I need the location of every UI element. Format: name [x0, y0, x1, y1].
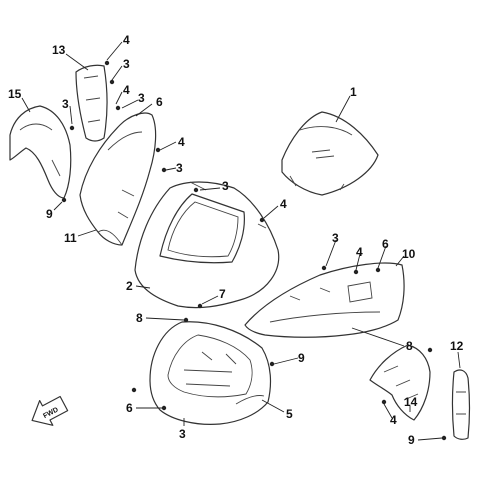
- part-15-fender-flare: [9, 105, 72, 199]
- callout-8: 8: [406, 339, 413, 353]
- callout-13: 13: [52, 43, 66, 57]
- callout-3: 3: [138, 91, 145, 105]
- callout-4: 4: [390, 413, 397, 427]
- callout-4: 4: [123, 33, 130, 47]
- callout-4: 4: [178, 135, 185, 149]
- part-1-cover: [281, 111, 379, 196]
- callout-14: 14: [404, 395, 418, 409]
- callout-9: 9: [408, 433, 415, 447]
- fasteners: [61, 60, 447, 441]
- callout-3: 3: [176, 161, 183, 175]
- callout-9: 9: [46, 207, 53, 221]
- callout-12: 12: [450, 339, 464, 353]
- callout-8: 8: [136, 311, 143, 325]
- callout-3: 3: [332, 231, 339, 245]
- part-13-upright-trim: [75, 64, 108, 142]
- callout-3: 3: [62, 97, 69, 111]
- callout-3: 3: [179, 427, 186, 441]
- callout-5: 5: [286, 407, 293, 421]
- part-14-fender-extension: [369, 344, 431, 421]
- callout-10: 10: [402, 247, 416, 261]
- callout-6: 6: [382, 237, 389, 251]
- callout-7: 7: [219, 287, 226, 301]
- callout-11: 11: [64, 231, 77, 245]
- part-12-right-flap: [451, 369, 471, 440]
- callout-2: 2: [126, 279, 133, 293]
- callout-4: 4: [123, 83, 130, 97]
- part-2-front-body: [134, 181, 280, 309]
- fwd-arrow-icon: FWD: [31, 395, 69, 426]
- callout-4: 4: [356, 245, 363, 259]
- part-10-right-side-panel: [244, 262, 405, 338]
- part-5-storage-box: [149, 321, 272, 425]
- part-11-left-side-panel: [79, 112, 157, 246]
- leader-lines: [21, 41, 461, 441]
- callout-3: 3: [123, 57, 130, 71]
- callout-4: 4: [280, 197, 287, 211]
- callout-1: 1: [350, 85, 357, 99]
- callout-labels: 13 4 3 4 3 6 15 3 1 4 3 9 3 4 11 3 4 6 1…: [8, 33, 464, 447]
- callout-9: 9: [298, 351, 305, 365]
- callout-6: 6: [156, 95, 163, 109]
- callout-3: 3: [222, 179, 229, 193]
- callout-6: 6: [126, 401, 133, 415]
- callout-15: 15: [8, 87, 22, 101]
